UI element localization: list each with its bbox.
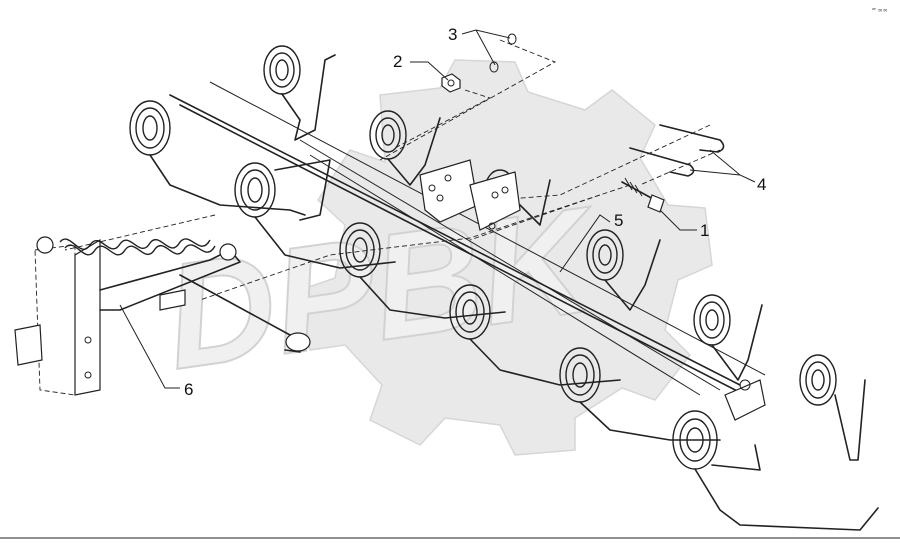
part-1-bolt [621,177,665,213]
callout-3: 3 [448,25,457,44]
bracket-plate-left [419,159,479,223]
spring-tine-9 [693,294,763,381]
corner-tag: ꟹ ∞∞ [872,7,888,14]
spring-tine-1 [263,45,336,141]
callout-numbers: 1 2 3 4 5 6 [184,25,766,399]
callout-4: 4 [757,175,766,194]
spring-tine-10 [559,347,721,441]
spring-tine-11 [799,354,866,461]
end-clamp [724,379,766,421]
center-brackets [419,159,521,231]
callout-2: 2 [393,52,402,71]
spring-tine-7 [586,229,661,311]
part-4-pins [629,124,725,177]
spring-tine-3 [369,110,441,186]
spring-tines [129,45,879,531]
callout-5: 5 [614,211,623,230]
tine-carrier-rails [169,81,766,396]
callout-6: 6 [184,380,193,399]
part-6-spring-arm [14,236,311,396]
bracket-plate-right [469,171,521,231]
leader-lines [119,29,756,389]
watermark: DPBK [155,59,713,456]
tension-spring-coil [59,238,216,256]
spring-tine-2 [129,100,306,216]
part-3-washers [489,33,517,73]
spring-tine-4 [234,159,396,269]
callout-1: 1 [700,221,709,240]
watermark-gear [299,59,713,456]
spring-tine-8 [449,284,621,386]
spring-tine-12 [672,410,879,531]
spring-tine-5 [339,222,506,319]
